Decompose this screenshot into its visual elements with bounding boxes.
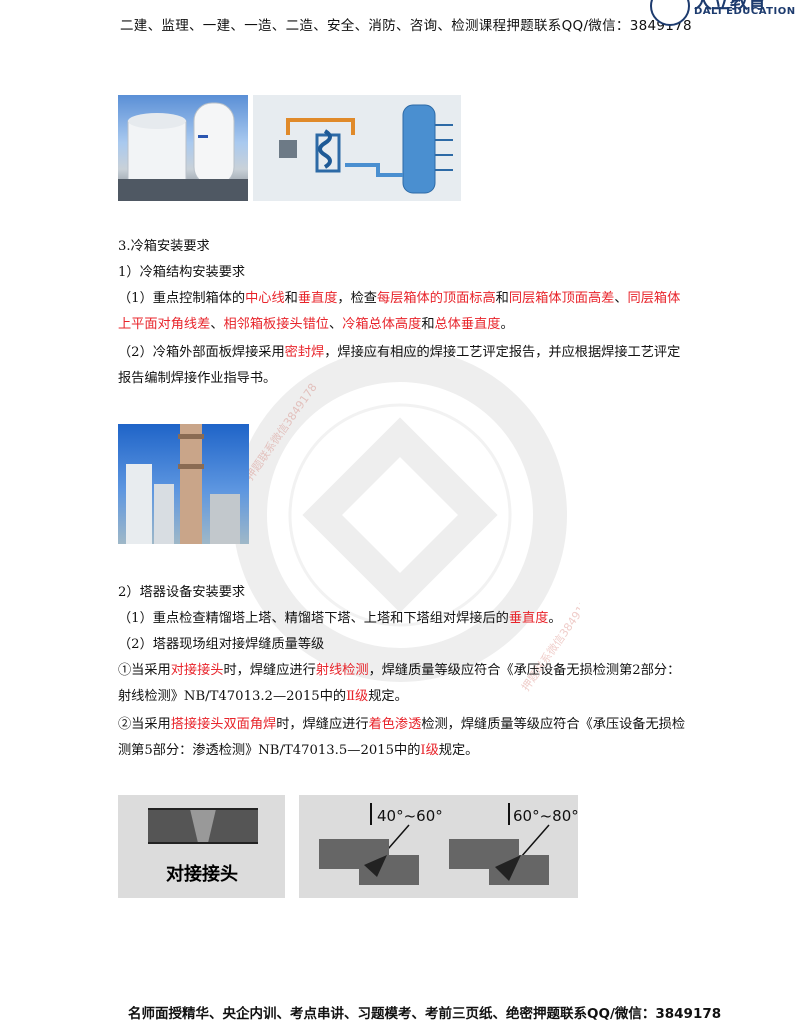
tower-paragraph-4: ②当采用搭接接头双面角焊时，焊缝应进行着色渗透检测，焊缝质量等级应符合《承压设备… bbox=[118, 717, 686, 758]
tower-paragraph-1: （1）重点检查精馏塔上塔、精馏塔下塔、上塔和下塔组对焊接后的垂直度。 bbox=[118, 611, 562, 626]
tower-paragraph-2: （2）塔器现场组对接焊缝质量等级 bbox=[118, 637, 325, 652]
svg-text:押题联系微信3849178: 押题联系微信3849178 bbox=[242, 380, 319, 482]
cold-box-photo bbox=[118, 95, 248, 201]
logo-cn-text: 大立教育 bbox=[694, 0, 766, 13]
butt-joint-label: 对接接头 bbox=[166, 863, 238, 885]
watermark: 押题联系微信3849178 押题联系微信3849178 bbox=[233, 348, 580, 694]
page-footer: 名师面授精华、央企内训、考点串讲、习题模考、考前三页纸、绝密押题联系QQ/微信：… bbox=[128, 1006, 722, 1022]
section-3-title: 3.冷箱安装要求 bbox=[118, 239, 210, 254]
cold-box-paragraph-1: （1）重点控制箱体的中心线和垂直度，检查每层箱体的顶面标高和同层箱体顶面高差、同… bbox=[118, 291, 681, 332]
cold-box-paragraph-2: （2）冷箱外部面板焊接采用密封焊，焊接应有相应的焊接工艺评定报告，并应根据焊接工… bbox=[118, 345, 681, 386]
angle-label-1: 40°~60° bbox=[377, 807, 443, 825]
air-separation-diagram bbox=[253, 95, 461, 201]
logo-en-text: DALI EDUCATION bbox=[694, 6, 796, 17]
angle-label-2: 60°~80° bbox=[513, 807, 578, 825]
lap-joint-figure: 40°~60° 60°~80° bbox=[299, 795, 578, 898]
tower-paragraph-3: ①当采用对接接头时，焊缝应进行射线检测，焊缝质量等级应符合《承压设备无损检测第2… bbox=[118, 663, 681, 704]
page-header: 二建、监理、一建、一造、二造、安全、消防、咨询、检测课程押题联系QQ/微信：38… bbox=[120, 18, 692, 34]
dali-logo: 大立教育 DALI EDUCATION bbox=[648, 0, 798, 26]
cold-box-structure-heading: 1）冷箱结构安装要求 bbox=[118, 265, 246, 280]
tower-photo bbox=[118, 424, 249, 544]
tower-heading: 2）塔器设备安装要求 bbox=[118, 585, 246, 600]
butt-joint-figure: 对接接头 bbox=[118, 795, 285, 898]
